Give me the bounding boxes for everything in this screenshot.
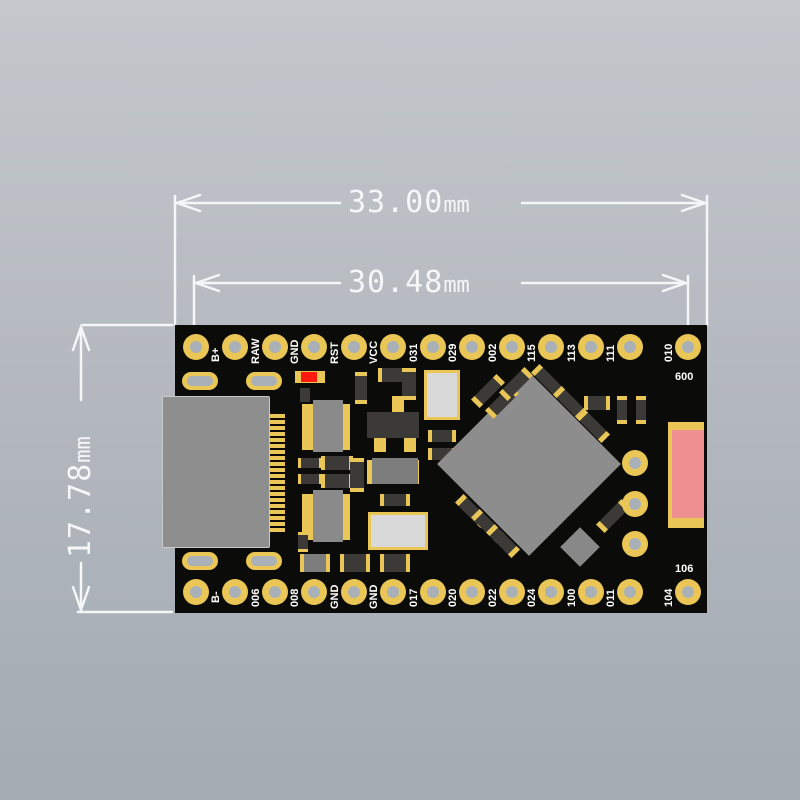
pin-label: 020 bbox=[447, 588, 459, 607]
pin-pad bbox=[499, 579, 525, 605]
smd-capacitor bbox=[617, 396, 627, 424]
pin-pad bbox=[459, 334, 485, 360]
pin-pad bbox=[380, 579, 406, 605]
pin-label: RST bbox=[329, 342, 341, 364]
pin-pad bbox=[578, 579, 604, 605]
oval-pad bbox=[246, 372, 282, 390]
pin-pad bbox=[578, 334, 604, 360]
voltage-regulator-ic bbox=[313, 400, 343, 452]
pin-pad bbox=[538, 334, 564, 360]
pin-label: 113 bbox=[566, 344, 578, 362]
pin-label: VCC bbox=[368, 340, 380, 364]
pin-pad bbox=[262, 579, 288, 605]
corner-label-bottom-right: 106 bbox=[675, 563, 694, 575]
smd-resistor bbox=[298, 532, 308, 552]
crystal-oscillator-small bbox=[424, 370, 460, 420]
pin-pad bbox=[301, 579, 327, 605]
smd-resistor bbox=[298, 474, 322, 484]
pin-pad bbox=[341, 334, 367, 360]
pin-label: 008 bbox=[289, 588, 301, 607]
transistor bbox=[367, 412, 419, 438]
smd-capacitor bbox=[321, 456, 353, 470]
pin-pad bbox=[675, 334, 701, 360]
dimension-width: 17.78mm bbox=[63, 436, 98, 558]
crystal-oscillator bbox=[368, 512, 428, 550]
pin-label: 002 bbox=[487, 343, 499, 362]
oval-pad bbox=[182, 552, 218, 570]
pin-pad bbox=[380, 334, 406, 360]
side-hole-pad bbox=[622, 531, 648, 557]
pin-label: B- bbox=[210, 591, 222, 603]
side-hole-pad bbox=[622, 450, 648, 476]
charger-ic bbox=[313, 490, 343, 542]
dimension-value: 33.00 bbox=[348, 185, 444, 220]
pin-label: 006 bbox=[250, 588, 262, 607]
side-hole-pad bbox=[622, 491, 648, 517]
pin-pad bbox=[420, 579, 446, 605]
smd-resistor bbox=[300, 388, 310, 402]
pin-label: 029 bbox=[447, 343, 459, 362]
pin-pad bbox=[183, 579, 209, 605]
pin-pad bbox=[262, 334, 288, 360]
pin-label: 017 bbox=[408, 588, 420, 607]
pin-pad bbox=[222, 579, 248, 605]
pin-pad bbox=[420, 334, 446, 360]
pin-label: GND bbox=[329, 584, 341, 609]
pin-label: 100 bbox=[566, 588, 578, 607]
pin-label: 115 bbox=[526, 344, 538, 362]
dimension-overall-length: 33.00mm bbox=[348, 188, 470, 218]
smd-resistor bbox=[584, 396, 610, 410]
pin-label: 010 bbox=[663, 343, 675, 362]
pin-pad bbox=[183, 334, 209, 360]
smd-capacitor bbox=[350, 458, 364, 492]
dimension-value: 30.48 bbox=[348, 265, 444, 300]
smd-capacitor bbox=[402, 368, 416, 400]
smd-capacitor bbox=[355, 372, 367, 404]
dimension-unit: mm bbox=[443, 273, 470, 298]
oval-pad bbox=[246, 552, 282, 570]
pin-pad bbox=[459, 579, 485, 605]
pin-label: 024 bbox=[526, 588, 538, 607]
pin-pad bbox=[301, 334, 327, 360]
corner-label-top-right: 600 bbox=[675, 371, 694, 383]
power-led bbox=[301, 372, 317, 382]
usb-c-connector bbox=[162, 396, 270, 548]
smd-capacitor bbox=[340, 554, 370, 572]
pin-label: GND bbox=[289, 339, 301, 364]
oval-pad bbox=[182, 372, 218, 390]
pin-pad bbox=[341, 579, 367, 605]
usb-connector-pins bbox=[270, 414, 285, 534]
pin-pad bbox=[538, 579, 564, 605]
pin-pad bbox=[222, 334, 248, 360]
pin-pad bbox=[617, 579, 643, 605]
pin-label: 104 bbox=[663, 588, 675, 607]
pin-label: 011 bbox=[605, 589, 617, 607]
pin-label: RAW bbox=[250, 338, 262, 364]
smd-capacitor bbox=[428, 430, 456, 442]
smd-capacitor bbox=[321, 474, 353, 488]
pin-label: 022 bbox=[487, 588, 499, 607]
smd-capacitor bbox=[636, 396, 646, 424]
dimension-value: 17.78 bbox=[63, 462, 98, 558]
pin-pad bbox=[617, 334, 643, 360]
diode bbox=[372, 458, 418, 484]
pin-pad bbox=[675, 579, 701, 605]
pin-label: 111 bbox=[605, 344, 617, 362]
smd-resistor bbox=[298, 458, 322, 468]
transistor-pad bbox=[374, 436, 386, 452]
smd-capacitor bbox=[300, 554, 330, 572]
dimension-unit: mm bbox=[443, 193, 470, 218]
pin-label: 031 bbox=[408, 343, 420, 362]
battery-connector bbox=[668, 422, 704, 528]
pin-pad bbox=[499, 334, 525, 360]
smd-capacitor bbox=[380, 494, 410, 506]
dimension-pin-row-span: 30.48mm bbox=[348, 268, 470, 298]
pin-label: B+ bbox=[210, 347, 222, 362]
smd-capacitor bbox=[380, 554, 410, 572]
transistor-pad bbox=[404, 436, 416, 452]
transistor-pad bbox=[392, 396, 404, 412]
pin-label: GND bbox=[368, 584, 380, 609]
dimension-unit: mm bbox=[71, 436, 96, 463]
